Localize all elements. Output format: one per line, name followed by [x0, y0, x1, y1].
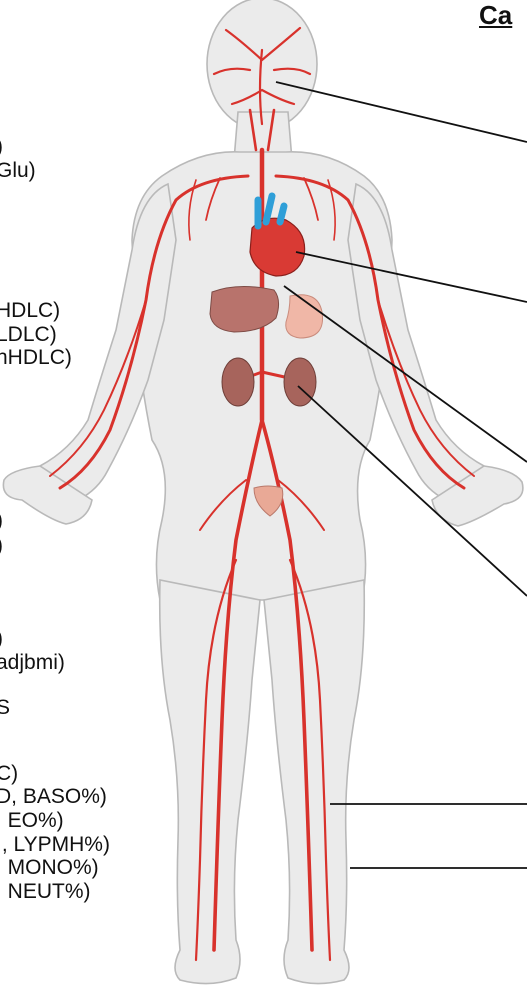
- kidney-left-icon: [222, 358, 254, 406]
- leader-line-brain: [276, 82, 527, 142]
